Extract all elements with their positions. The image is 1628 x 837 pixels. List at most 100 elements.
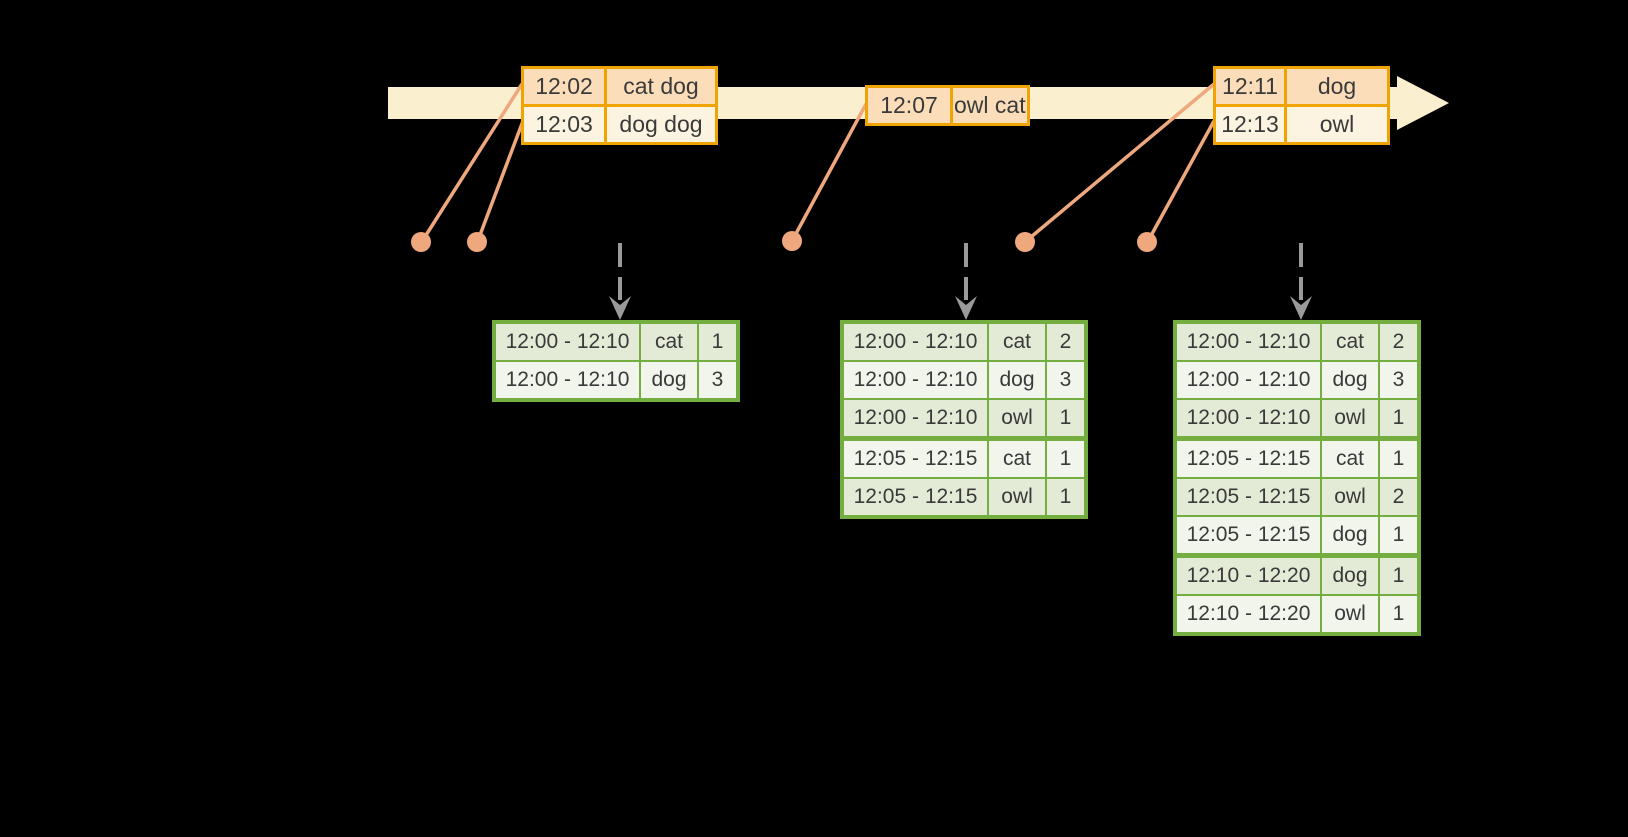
result-word-cell: dog	[639, 360, 699, 401]
event-words-cell: dog	[1284, 66, 1390, 107]
event-words-cell: cat dog	[604, 66, 718, 107]
result-count-cell: 1	[1378, 554, 1420, 596]
result-window-cell: 12:05 - 12:15	[1174, 477, 1322, 517]
result-window-cell: 12:00 - 12:10	[841, 398, 989, 441]
result-window-cell: 12:00 - 12:10	[1174, 398, 1322, 441]
result-word-cell: cat	[987, 321, 1047, 362]
result-word-cell: dog	[1320, 515, 1380, 558]
result-window-cell: 12:05 - 12:15	[841, 437, 989, 479]
result-word-cell: owl	[987, 477, 1047, 518]
event-words-cell: owl cat	[950, 85, 1030, 126]
result-window-cell: 12:10 - 12:20	[1174, 594, 1322, 635]
result-word-cell: owl	[1320, 594, 1380, 635]
result-count-cell: 1	[1045, 477, 1087, 518]
result-count-cell: 3	[1045, 360, 1087, 400]
event-time-cell: 12:07	[865, 85, 953, 126]
result-count-cell: 1	[1378, 515, 1420, 558]
result-count-cell: 1	[697, 321, 739, 362]
axis-arrowhead-icon	[1397, 76, 1449, 130]
result-window-cell: 12:00 - 12:10	[841, 360, 989, 400]
event-connector-line	[1145, 120, 1216, 244]
result-count-cell: 3	[697, 360, 739, 401]
trigger-arrows	[609, 243, 1312, 320]
result-word-cell: owl	[1320, 398, 1380, 441]
result-word-cell: cat	[639, 321, 699, 362]
event-time-cell: 12:13	[1213, 104, 1287, 145]
event-marker-dot	[467, 232, 487, 252]
trigger-arrow	[1290, 243, 1312, 320]
result-window-cell: 12:05 - 12:15	[841, 477, 989, 518]
event-marker-dot	[782, 231, 802, 251]
result-window-cell: 12:00 - 12:10	[1174, 360, 1322, 400]
event-connector-line	[419, 83, 524, 244]
result-word-cell: dog	[1320, 360, 1380, 400]
event-time-cell: 12:11	[1213, 66, 1287, 107]
trigger-arrowhead-icon	[1290, 296, 1312, 320]
event-words-cell: dog dog	[604, 104, 718, 145]
result-window-cell: 12:05 - 12:15	[1174, 437, 1322, 479]
result-window-cell: 12:00 - 12:10	[493, 321, 641, 362]
trigger-arrowhead-icon	[955, 296, 977, 320]
result-window-cell: 12:00 - 12:10	[1174, 321, 1322, 362]
result-count-cell: 2	[1378, 477, 1420, 517]
result-count-cell: 2	[1045, 321, 1087, 362]
result-word-cell: owl	[987, 398, 1047, 441]
event-marker-dot	[1015, 232, 1035, 252]
result-word-cell: cat	[1320, 321, 1380, 362]
event-time-cell: 12:02	[521, 66, 607, 107]
result-count-cell: 1	[1378, 398, 1420, 441]
event-connector-line	[475, 120, 525, 244]
result-word-cell: dog	[1320, 554, 1380, 596]
event-marker-dot	[1137, 232, 1157, 252]
trigger-arrowhead-icon	[609, 296, 631, 320]
result-word-cell: cat	[987, 437, 1047, 479]
result-word-cell: dog	[987, 360, 1047, 400]
result-window-cell: 12:00 - 12:10	[841, 321, 989, 362]
result-window-cell: 12:10 - 12:20	[1174, 554, 1322, 596]
trigger-arrow	[609, 243, 631, 320]
event-words-cell: owl	[1284, 104, 1390, 145]
trigger-arrow	[955, 243, 977, 320]
event-time-cell: 12:03	[521, 104, 607, 145]
event-marker-dot	[411, 232, 431, 252]
result-count-cell: 2	[1378, 321, 1420, 362]
result-count-cell: 1	[1378, 594, 1420, 635]
event-connector-lines	[419, 82, 1216, 244]
result-window-cell: 12:00 - 12:10	[493, 360, 641, 401]
result-count-cell: 1	[1045, 437, 1087, 479]
result-window-cell: 12:05 - 12:15	[1174, 515, 1322, 558]
event-connector-line	[790, 103, 868, 242]
event-marker-dots	[411, 231, 1157, 252]
result-count-cell: 1	[1378, 437, 1420, 479]
event-connector-line	[1023, 82, 1216, 244]
result-count-cell: 3	[1378, 360, 1420, 400]
result-word-cell: cat	[1320, 437, 1380, 479]
result-word-cell: owl	[1320, 477, 1380, 517]
